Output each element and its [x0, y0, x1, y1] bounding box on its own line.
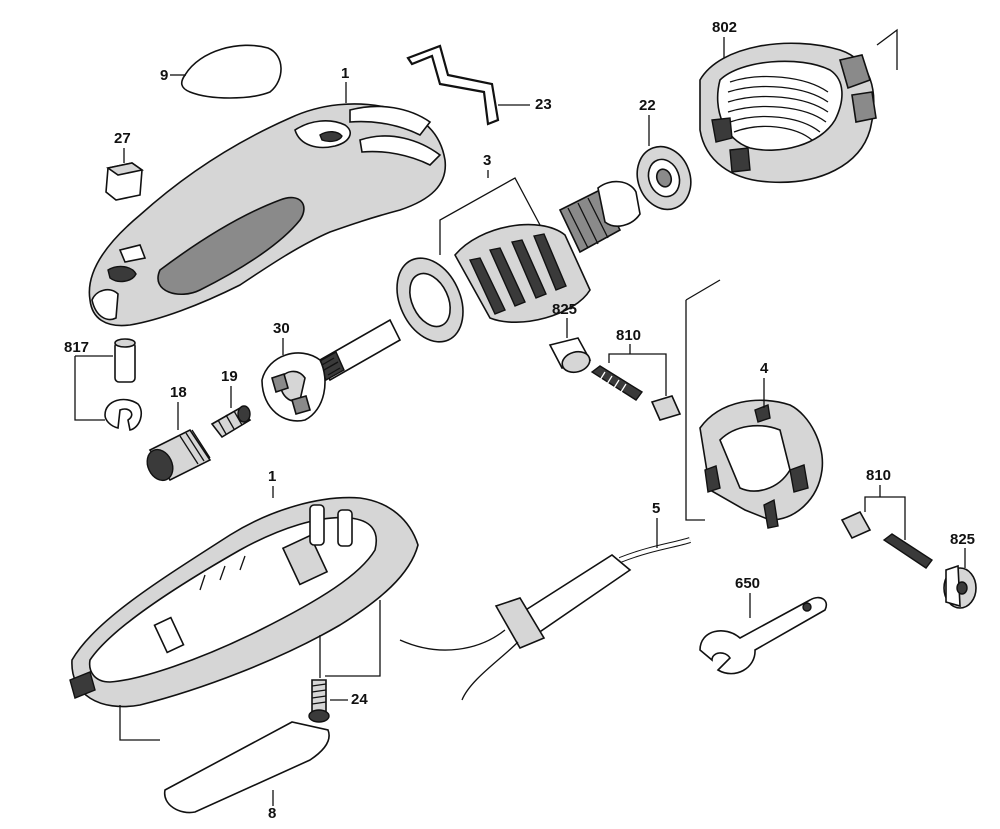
callout-825-right: 825 — [950, 531, 976, 548]
callout-18: 18 — [170, 384, 187, 401]
part-810-brush-assembly-top — [590, 365, 682, 421]
callout-810-right: 810 — [866, 467, 892, 484]
part-650-wrench — [699, 596, 828, 675]
part-825-brush-cap-right — [943, 564, 977, 609]
callout-3: 3 — [483, 152, 492, 169]
part-9-tip-cap — [180, 44, 282, 99]
part-802-field-coil — [699, 42, 877, 184]
callout-817: 817 — [64, 339, 90, 356]
callout-4: 4 — [760, 360, 769, 377]
callout-30: 30 — [273, 320, 290, 337]
callout-19: 19 — [221, 368, 238, 385]
part-30-shaft-lock-nut — [261, 352, 326, 422]
callout-22: 22 — [639, 97, 656, 114]
callout-9: 9 — [160, 67, 169, 84]
part-1-lower-housing — [69, 496, 419, 708]
part-23-wire-clip — [406, 44, 500, 126]
callout-27: 27 — [114, 130, 131, 147]
callout-802: 802 — [712, 19, 738, 36]
callout-24: 24 — [351, 691, 368, 708]
callout-650: 650 — [735, 575, 761, 592]
part-5-power-cord — [399, 537, 691, 701]
part-825-brush-holder-top — [548, 337, 592, 374]
callout-23: 23 — [535, 96, 552, 113]
part-817-collet-set — [104, 338, 142, 431]
part-24-screw — [308, 679, 330, 723]
part-1-upper-housing — [88, 103, 447, 327]
part-18-collet-nut — [146, 428, 212, 482]
callout-1-top: 1 — [341, 65, 350, 82]
part-27-button — [105, 162, 144, 201]
part-8-cover-plate — [164, 721, 330, 814]
part-810-brush-assembly-right — [840, 510, 934, 569]
callout-810-top: 810 — [616, 327, 642, 344]
callout-8: 8 — [268, 805, 277, 822]
part-3-armature — [317, 180, 641, 382]
part-4-brush-holder — [699, 399, 824, 529]
part-22-bearing — [636, 145, 692, 211]
callout-5: 5 — [652, 500, 661, 517]
callout-825-top: 825 — [552, 301, 578, 318]
part-19-collet — [210, 405, 252, 439]
callout-1-bottom: 1 — [268, 468, 277, 485]
